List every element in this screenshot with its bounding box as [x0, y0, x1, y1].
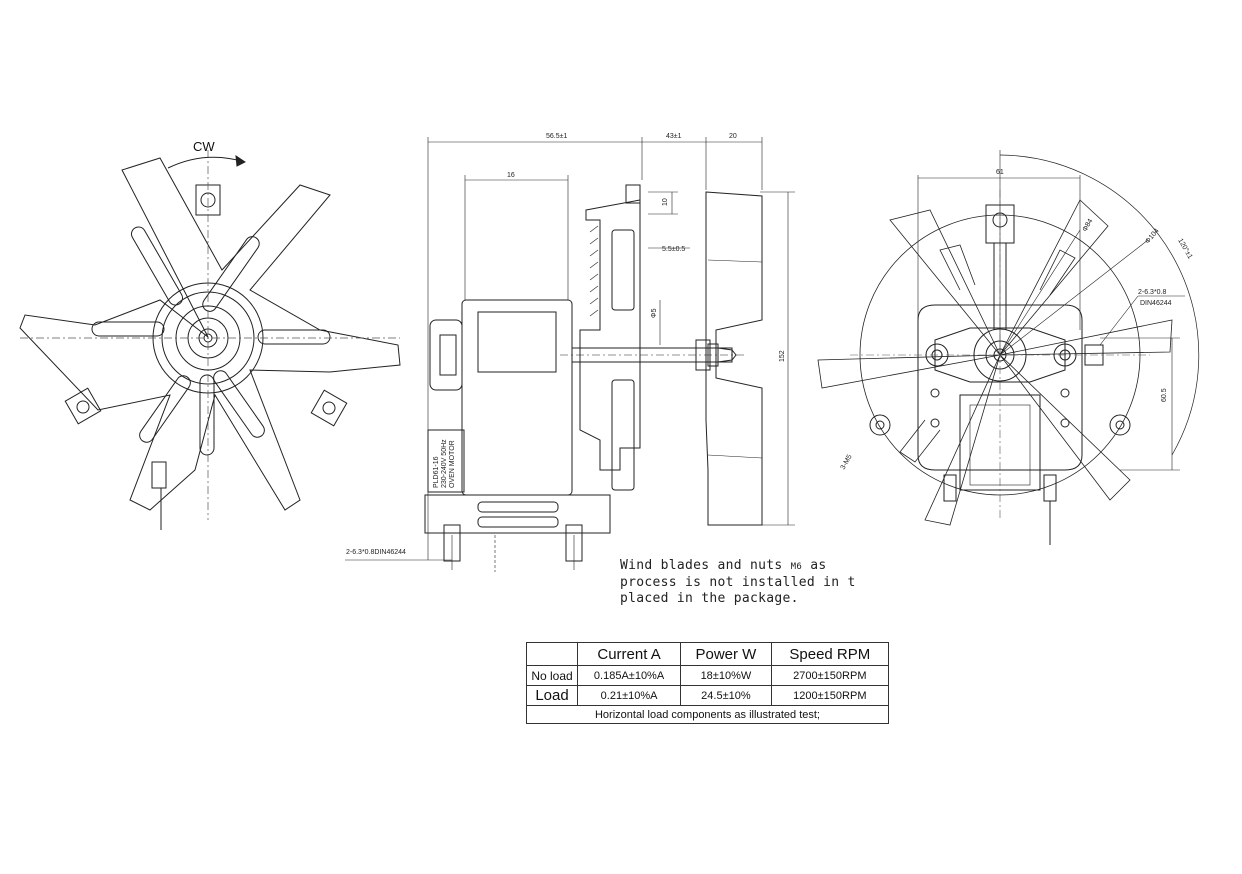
dim-shaft-dia: Φ5 — [651, 308, 658, 318]
spec-cell: 1200±150RPM — [770, 685, 890, 706]
spec-row-load: Load 0.21±10%A 24.5±10% 1200±150RPM — [526, 685, 890, 706]
spec-cell: 0.185A±10%A — [576, 665, 682, 686]
spec-header-row: Current A Power W Speed RPM — [526, 642, 890, 666]
dim-body: 16 — [507, 172, 515, 179]
spec-row-label: Load — [526, 685, 578, 706]
dim-width-61: 61 — [996, 169, 1004, 176]
dim-d104: Φ104 — [1144, 227, 1161, 245]
dim-small-b: 5.5±0.5 — [662, 246, 685, 253]
note-line-3: placed in the package. — [620, 591, 799, 606]
note-line-1: Wind blades and nuts M6 as — [620, 558, 827, 573]
fan-star-outline — [19, 157, 401, 511]
spec-table: Current A Power W Speed RPM No load 0.18… — [526, 642, 890, 724]
note-line-2: process is not installed in t — [620, 575, 856, 590]
motor-label-text: PLD61-16 230-240V 50Hz OVEN MOTOR — [433, 439, 456, 488]
terminal-note-left: 2-6.3*0.8DIN46244 — [346, 549, 406, 556]
spec-header-blank — [526, 642, 578, 666]
spec-cell: 18±10%W — [680, 665, 772, 686]
spec-header-speed: Speed RPM — [770, 642, 890, 666]
spec-footnote-row: Horizontal load components as illustrate… — [526, 705, 889, 724]
side-motor-view — [345, 137, 795, 572]
dim-d84: Φ84 — [1082, 218, 1095, 233]
motor-label-plate — [427, 429, 465, 493]
cw-label: CW — [193, 139, 215, 154]
fan-blade-profile — [705, 191, 763, 526]
spec-header-power: Power W — [680, 642, 772, 666]
dim-height-152: 152 — [779, 350, 786, 362]
rear-motor-view — [817, 150, 1200, 545]
side-mount-lugs — [64, 387, 348, 427]
fan-blade-slots — [91, 226, 331, 456]
svg-text:230-240V 50Hz: 230-240V 50Hz — [441, 439, 448, 488]
dim-din: DIN46244 — [1140, 300, 1172, 307]
rear-fan-blades — [817, 199, 1173, 526]
dim-height-60: 60.5 — [1161, 388, 1168, 402]
svg-text:PLD61-16: PLD61-16 — [433, 456, 440, 488]
spec-row-label: No load — [526, 665, 578, 686]
impeller-plate — [579, 199, 641, 471]
angle-arc — [999, 154, 1200, 456]
dim-blade-depth: 20 — [729, 133, 737, 140]
spec-cell: 0.21±10%A — [576, 685, 682, 706]
spec-header-current: Current A — [576, 642, 682, 666]
dim-angle: 120°±1 — [1176, 237, 1194, 260]
dim-shaft: 43±1 — [666, 133, 682, 140]
svg-text:OVEN MOTOR: OVEN MOTOR — [449, 440, 456, 488]
spec-footnote: Horizontal load components as illustrate… — [526, 705, 889, 724]
dim-terminal: 2-6.3*0.8 — [1138, 289, 1167, 296]
spec-row-no-load: No load 0.185A±10%A 18±10%W 2700±150RPM — [526, 665, 890, 686]
dim-small-a: 10 — [662, 198, 669, 206]
front-fan-view — [19, 150, 401, 530]
motor-frame — [917, 304, 1083, 471]
dim-mount: 3-M5 — [840, 454, 854, 471]
dim-overall: 56.5±1 — [546, 133, 567, 140]
mount-bracket — [424, 494, 611, 534]
rotation-arrow — [167, 156, 246, 169]
spec-cell: 24.5±10% — [680, 685, 772, 706]
assembly-note: Wind blades and nuts M6 as process is no… — [620, 558, 860, 607]
spec-cell: 2700±150RPM — [770, 665, 890, 686]
